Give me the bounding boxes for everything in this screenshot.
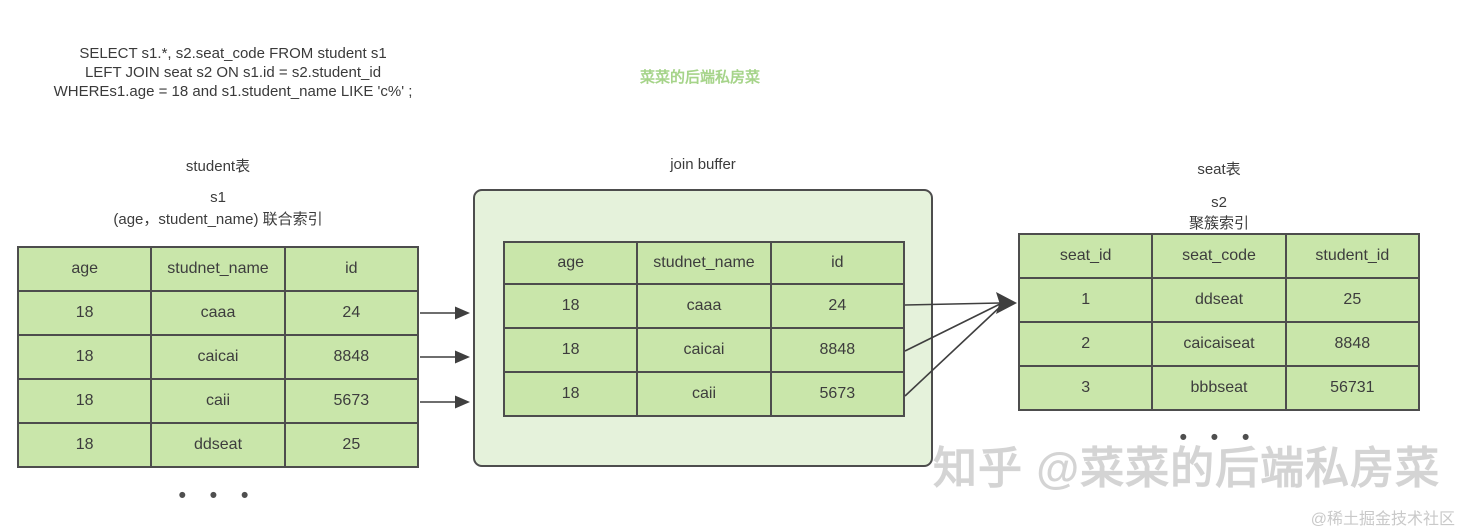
column-header: id — [283, 246, 420, 292]
table-row: 18 caicai 8848 — [16, 334, 420, 380]
student-table-alias: s1 — [210, 189, 226, 206]
cell: 18 — [502, 327, 639, 373]
cell: 8848 — [1284, 321, 1421, 367]
student-table-index-note: (age，student_name) 联合索引 — [113, 211, 323, 228]
cell: caaa — [150, 290, 286, 336]
seat-table-ellipsis: • • • — [1179, 426, 1259, 449]
table-row: 18 caii 5673 — [502, 371, 906, 417]
cell: 18 — [16, 290, 153, 336]
table-row: 18 caicai 8848 — [502, 327, 906, 373]
juejin-watermark: @稀土掘金技术社区 — [1310, 511, 1455, 528]
seat-table-header-row: seat_id seat_code student_id — [1017, 233, 1421, 279]
arrowhead-icon — [996, 292, 1017, 314]
cell: 18 — [502, 283, 639, 329]
table-row: 18 caii 5673 — [16, 378, 420, 424]
cell: 8848 — [769, 327, 906, 373]
column-header: student_id — [1284, 233, 1421, 279]
cell: 24 — [283, 290, 420, 336]
cell: caicai — [150, 334, 286, 380]
cell: 18 — [16, 334, 153, 380]
sql-line-2: LEFT JOIN seat s2 ON s1.id = s2.student_… — [84, 64, 382, 81]
sql-query-text: SELECT s1.*, s2.seat_code FROM student s… — [33, 44, 433, 101]
cell: caaa — [636, 283, 772, 329]
table-row: 18 caaa 24 — [502, 283, 906, 329]
column-header: age — [16, 246, 153, 292]
sql-line-1: SELECT s1.*, s2.seat_code FROM student s… — [79, 45, 387, 62]
cell: 1 — [1017, 277, 1154, 323]
seat-table-alias: s2 — [1211, 194, 1227, 211]
cell: caii — [150, 378, 286, 424]
cell: caicaiseat — [1151, 321, 1287, 367]
student-table-title: student表 — [185, 158, 251, 175]
table-row: 3 bbbseat 56731 — [1017, 365, 1421, 411]
cell: 18 — [16, 378, 153, 424]
cell: 2 — [1017, 321, 1154, 367]
column-header: seat_id — [1017, 233, 1154, 279]
column-header: age — [502, 241, 639, 285]
arrowhead-icon — [455, 395, 470, 409]
cell: 18 — [502, 371, 639, 417]
table-row: 18 caaa 24 — [16, 290, 420, 336]
cell: ddseat — [1151, 277, 1287, 323]
cell: caii — [636, 371, 772, 417]
seat-table-index-note: 聚簇索引 — [1188, 215, 1249, 232]
column-header: id — [769, 241, 906, 285]
cell: caicai — [636, 327, 772, 373]
zhihu-watermark: 知乎 @菜菜的后端私房菜 — [933, 444, 1441, 493]
cell: 25 — [1284, 277, 1421, 323]
student-table: age studnet_name id 18 caaa 24 18 caicai… — [16, 246, 420, 468]
arrowhead-icon — [455, 350, 470, 364]
cell: ddseat — [150, 422, 286, 468]
cell: 25 — [283, 422, 420, 468]
site-title-watermark: 菜菜的后端私房菜 — [639, 69, 760, 86]
table-row: 2 caicaiseat 8848 — [1017, 321, 1421, 367]
cell: bbbseat — [1151, 365, 1287, 411]
join-buffer-title: join buffer — [670, 156, 736, 173]
join-buffer-table: age studnet_name id 18 caaa 24 18 caicai… — [502, 241, 906, 417]
cell: 5673 — [283, 378, 420, 424]
arrowhead-icon — [455, 306, 470, 320]
column-header: studnet_name — [150, 246, 286, 292]
cell: 24 — [769, 283, 906, 329]
cell: 5673 — [769, 371, 906, 417]
cell: 8848 — [283, 334, 420, 380]
table-row: 1 ddseat 25 — [1017, 277, 1421, 323]
cell: 3 — [1017, 365, 1154, 411]
table-row: 18 ddseat 25 — [16, 422, 420, 468]
sql-line-3: WHEREs1.age = 18 and s1.student_name LIK… — [53, 83, 413, 100]
join-buffer-header-row: age studnet_name id — [502, 241, 906, 285]
seat-table-title: seat表 — [1197, 161, 1241, 178]
student-table-header-row: age studnet_name id — [16, 246, 420, 292]
seat-table: seat_id seat_code student_id 1 ddseat 25… — [1017, 233, 1421, 411]
cell: 18 — [16, 422, 153, 468]
student-table-ellipsis: • • • — [178, 484, 258, 507]
column-header: seat_code — [1151, 233, 1287, 279]
cell: 56731 — [1284, 365, 1421, 411]
column-header: studnet_name — [636, 241, 772, 285]
